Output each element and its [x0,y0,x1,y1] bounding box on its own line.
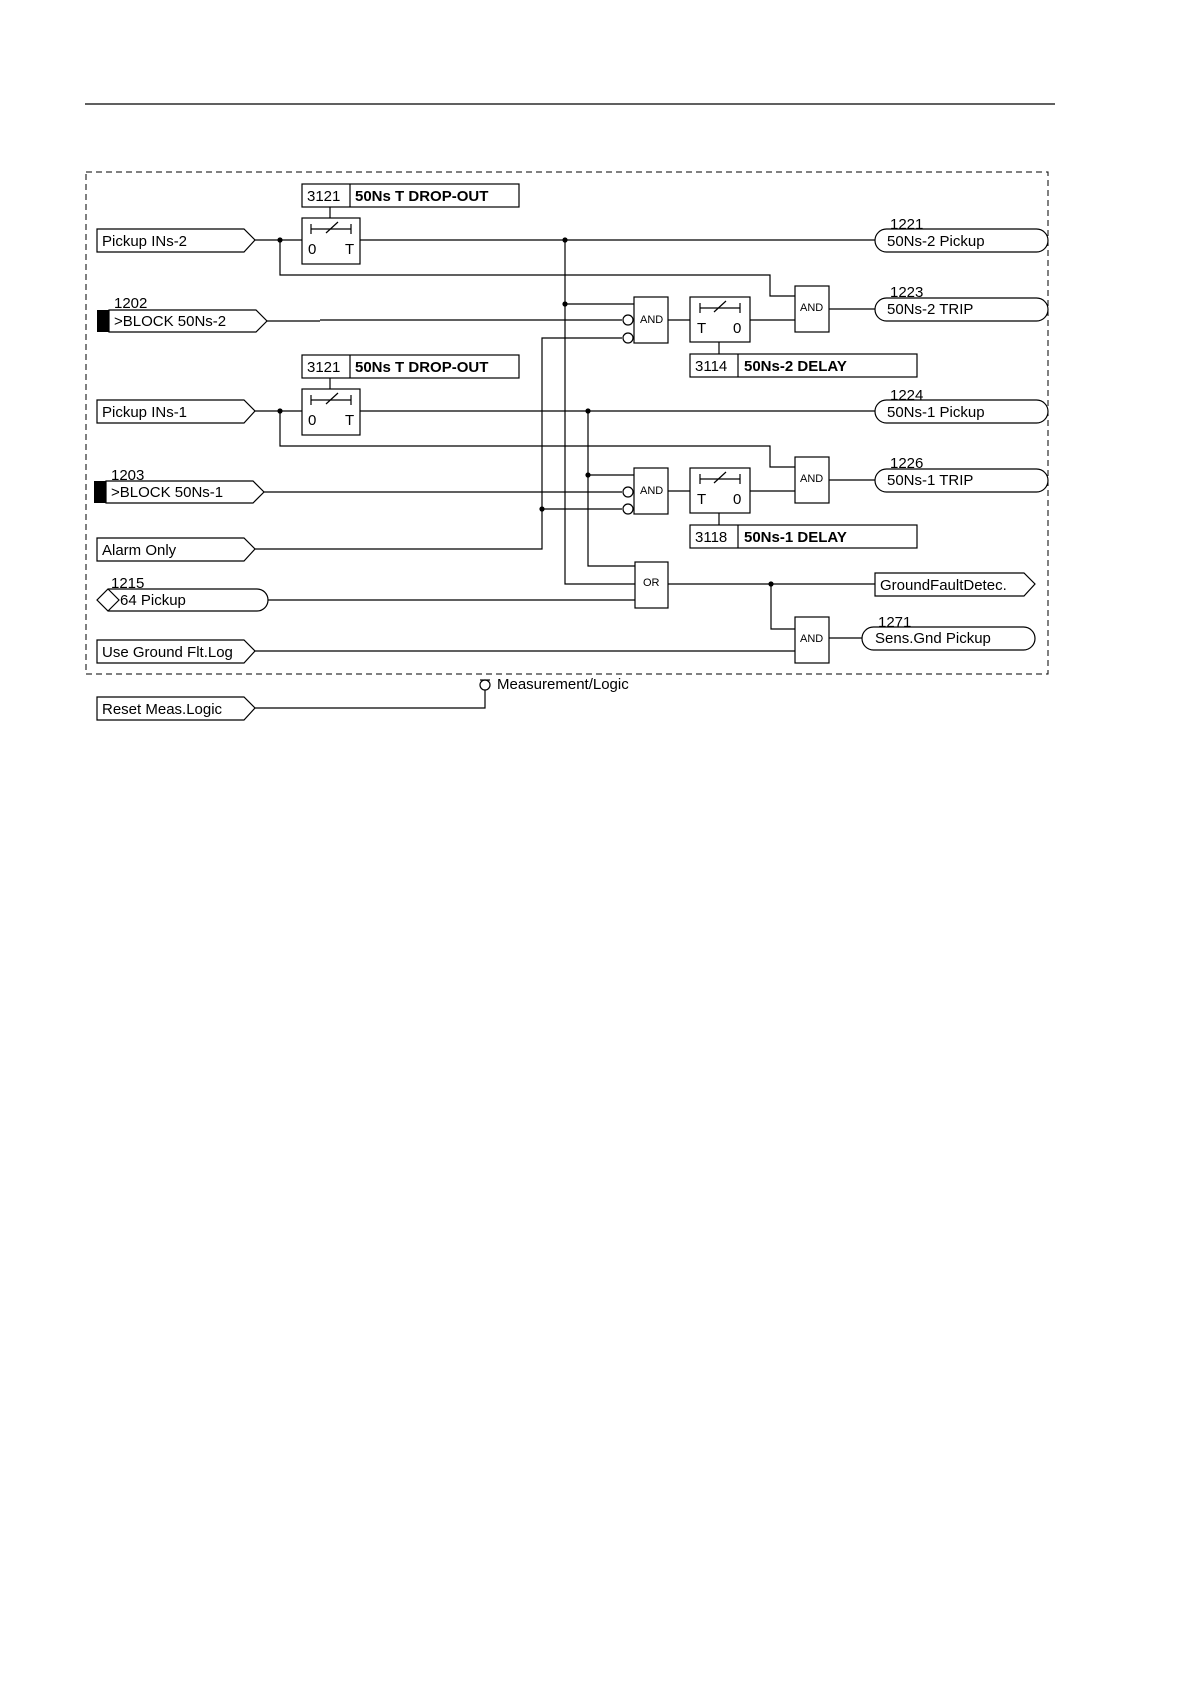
svg-text:64 Pickup: 64 Pickup [120,592,186,609]
svg-text:50Ns-2 Pickup: 50Ns-2 Pickup [887,233,985,250]
output-50ns2-trip: 1223 50Ns-2 TRIP [874,284,1049,322]
svg-text:3114: 3114 [695,358,727,375]
junction-dots [277,237,774,587]
input-pickup-ins1: Pickup INs-1 [96,399,256,424]
svg-text:1223: 1223 [890,284,923,301]
gate-and-trip1: AND [794,456,830,504]
svg-text:1215: 1215 [111,575,144,592]
svg-text:T: T [345,241,354,258]
input-block-50ns2: 1202 >BLOCK 50Ns-2 [97,295,268,333]
output-50ns1-pickup: 1224 50Ns-1 Pickup [874,387,1049,424]
svg-text:AND: AND [800,633,823,645]
param-delay1: 3118 50Ns-1 DELAY [689,524,918,549]
output-sens-gnd-pickup: 1271 Sens.Gnd Pickup [861,614,1036,651]
param-dropout-top: 3121 50Ns T DROP-OUT [301,183,520,208]
svg-text:AND: AND [640,485,663,497]
svg-text:50Ns-1 TRIP: 50Ns-1 TRIP [887,472,973,489]
output-ground-fault-detec: GroundFaultDetec. [874,572,1036,597]
param-delay2: 3114 50Ns-2 DELAY [689,353,918,378]
svg-text:1203: 1203 [111,467,144,484]
gate-or-ground-fault: OR [634,561,669,609]
svg-text:0: 0 [733,320,741,337]
svg-text:3121: 3121 [307,359,340,376]
svg-text:0: 0 [733,491,741,508]
gate-and-sens-gnd: AND [794,616,830,664]
svg-text:T: T [697,491,706,508]
svg-text:0: 0 [308,412,316,429]
output-50ns1-trip: 1226 50Ns-1 TRIP [874,455,1049,493]
param-dropout-mid: 3121 50Ns T DROP-OUT [301,354,520,379]
svg-text:Pickup INs-2: Pickup INs-2 [102,233,187,250]
gate-and-50ns2: AND [622,296,669,344]
input-64-pickup: 1215 64 Pickup [96,575,269,612]
gate-and-50ns1: AND [622,467,669,515]
input-pickup-ins2: Pickup INs-2 [96,228,256,253]
svg-text:AND: AND [640,314,663,326]
svg-text:1202: 1202 [114,295,147,312]
svg-text:Use Ground Flt.Log: Use Ground Flt.Log [102,644,233,661]
svg-text:>BLOCK 50Ns-1: >BLOCK 50Ns-1 [111,484,223,501]
svg-text:T: T [697,320,706,337]
timer-dropout-2: 0 T [301,217,361,265]
svg-text:GroundFaultDetec.: GroundFaultDetec. [880,577,1007,594]
svg-text:Alarm Only: Alarm Only [102,542,177,559]
input-reset-meas-logic: Reset Meas.Logic [96,696,256,721]
timer-delay-2: T 0 [689,296,751,343]
timer-dropout-1: 0 T [301,388,361,436]
svg-text:50Ns T DROP-OUT: 50Ns T DROP-OUT [355,359,488,376]
gate-and-trip2: AND [794,285,830,333]
svg-text:50Ns-2 TRIP: 50Ns-2 TRIP [887,301,973,318]
svg-text:3118: 3118 [695,529,727,546]
timer-delay-1: T 0 [689,467,751,514]
svg-text:Pickup INs-1: Pickup INs-1 [102,404,187,421]
svg-text:1226: 1226 [890,455,923,472]
output-50ns2-pickup: 1221 50Ns-2 Pickup [874,216,1049,253]
svg-text:AND: AND [800,302,823,314]
svg-text:Measurement/Logic: Measurement/Logic [497,676,629,693]
input-use-ground-flt-log: Use Ground Flt.Log [96,639,256,664]
svg-text:Sens.Gnd Pickup: Sens.Gnd Pickup [875,630,991,647]
svg-text:OR: OR [643,577,660,589]
wires [255,207,875,709]
logic-frame [85,171,1049,675]
input-block-50ns1: 1203 >BLOCK 50Ns-1 [94,467,265,504]
svg-text:50Ns-1 DELAY: 50Ns-1 DELAY [744,529,847,546]
svg-text:50Ns-2 DELAY: 50Ns-2 DELAY [744,358,847,375]
svg-text:Reset Meas.Logic: Reset Meas.Logic [102,701,223,718]
svg-text:T: T [345,412,354,429]
svg-text:0: 0 [308,241,316,258]
svg-text:50Ns-1 Pickup: 50Ns-1 Pickup [887,404,985,421]
svg-text:3121: 3121 [307,188,340,205]
measurement-logic-indicator: Measurement/Logic [479,676,629,693]
svg-text:>BLOCK 50Ns-2: >BLOCK 50Ns-2 [114,313,226,330]
svg-text:AND: AND [800,473,823,485]
svg-text:50Ns T DROP-OUT: 50Ns T DROP-OUT [355,188,488,205]
input-alarm-only: Alarm Only [96,537,256,562]
